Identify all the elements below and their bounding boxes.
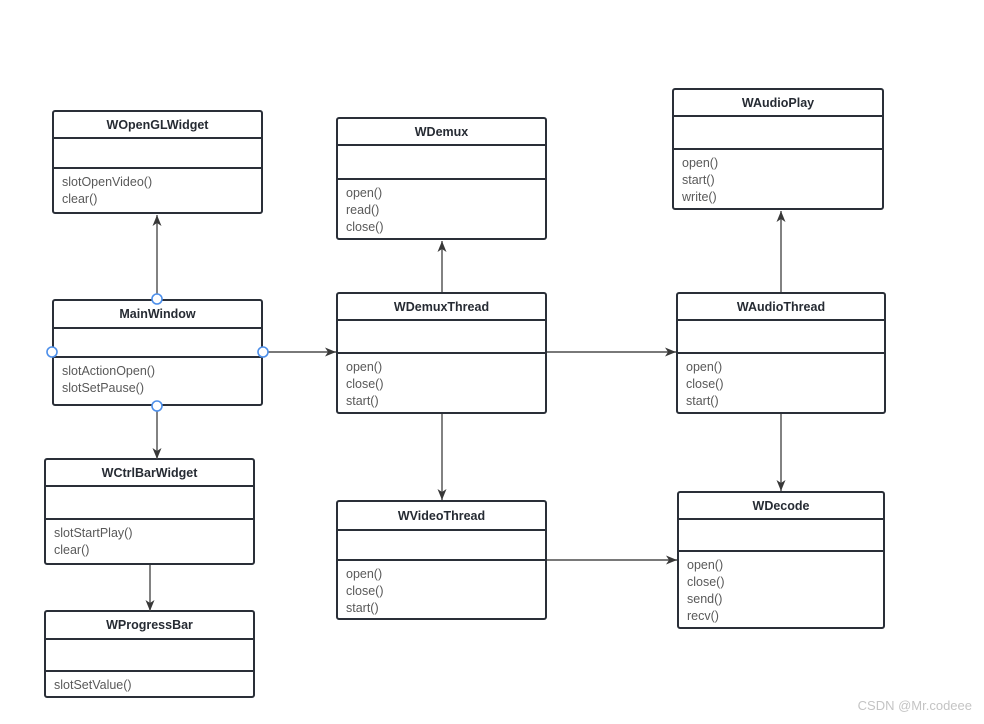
attributes-section [46,487,253,520]
class-box-wdemux[interactable]: WDemux open() read() close() [336,117,547,240]
method-label: read() [346,203,380,217]
class-box-wopenglwidget[interactable]: WOpenGLWidget slotOpenVideo() clear() [52,110,263,214]
methods-section: slotOpenVideo() clear() [54,169,261,212]
method-label: close() [687,575,725,589]
attributes-section [338,146,545,180]
method-label: clear() [54,543,90,557]
methods-section: open() close() start() [678,354,884,412]
attributes-section [674,117,882,150]
method-label: send() [687,592,723,606]
methods-section: open() close() start() [338,561,545,618]
class-box-wvideothread[interactable]: WVideoThread open() close() start() [336,500,547,620]
csdn-watermark: CSDN @Mr.codeee [857,698,972,713]
attributes-section [678,321,884,354]
attributes-section [54,329,261,358]
class-title: WDecode [679,493,883,520]
methods-section: open() close() send() recv() [679,552,883,627]
method-label: recv() [687,609,719,623]
method-label: open() [346,186,383,200]
method-label: start() [346,394,379,408]
method-label: close() [346,584,384,598]
method-label: close() [346,377,384,391]
class-title: WDemux [338,119,545,146]
method-label: open() [686,360,723,374]
class-title: WAudioThread [678,294,884,321]
method-label: start() [346,601,379,615]
class-title: WOpenGLWidget [54,112,261,139]
method-label: start() [682,173,715,187]
method-label: slotActionOpen() [62,364,156,378]
class-box-wdecode[interactable]: WDecode open() close() send() recv() [677,491,885,629]
methods-section: slotSetValue() [46,672,253,696]
methods-section: slotActionOpen() slotSetPause() [54,358,261,404]
attributes-section [46,640,253,672]
attributes-section [54,139,261,169]
method-label: clear() [62,192,98,206]
methods-section: open() read() close() [338,180,545,238]
method-label: open() [346,360,383,374]
method-label: open() [682,156,719,170]
attributes-section [338,321,545,354]
method-label: slotSetPause() [62,381,144,395]
methods-section: open() close() start() [338,354,545,412]
method-label: slotStartPlay() [54,526,133,540]
method-label: write() [682,190,717,204]
method-label: start() [686,394,719,408]
attributes-section [679,520,883,552]
method-label: slotOpenVideo() [62,175,153,189]
class-box-waudioplay[interactable]: WAudioPlay open() start() write() [672,88,884,210]
method-label: open() [687,558,724,572]
class-title: WDemuxThread [338,294,545,321]
methods-section: open() start() write() [674,150,882,208]
class-box-waudiothread[interactable]: WAudioThread open() close() start() [676,292,886,414]
method-label: close() [346,220,384,234]
class-title: WProgressBar [46,612,253,640]
class-title: MainWindow [54,301,261,329]
class-box-wprogressbar[interactable]: WProgressBar slotSetValue() [44,610,255,698]
class-title: WAudioPlay [674,90,882,117]
method-label: open() [346,567,383,581]
method-label: slotSetValue() [54,678,132,692]
class-box-mainwindow[interactable]: MainWindow slotActionOpen() slotSetPause… [52,299,263,406]
class-title: WVideoThread [338,502,545,531]
method-label: close() [686,377,724,391]
methods-section: slotStartPlay() clear() [46,520,253,563]
class-box-wctrlbarwidget[interactable]: WCtrlBarWidget slotStartPlay() clear() [44,458,255,565]
class-box-wdemuxthread[interactable]: WDemuxThread open() close() start() [336,292,547,414]
attributes-section [338,531,545,561]
class-title: WCtrlBarWidget [46,460,253,487]
